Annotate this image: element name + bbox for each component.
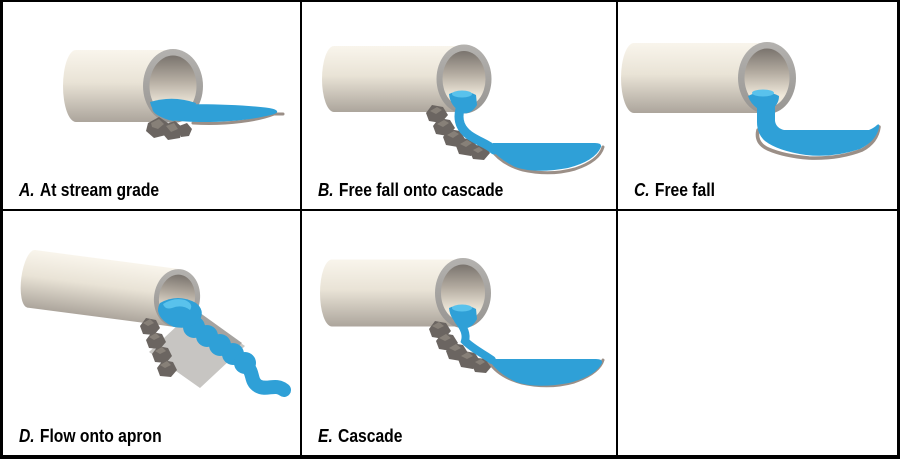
rock-facet — [432, 322, 444, 329]
illustration-cascade — [320, 258, 605, 388]
illustration-flow-onto-apron — [20, 250, 291, 397]
panel-title: Cascade — [338, 426, 403, 446]
rock-group — [146, 117, 192, 140]
panel-letter: C. — [634, 180, 650, 200]
panel-letter: E. — [318, 426, 333, 446]
water-surface-highlight — [452, 90, 472, 98]
rock-facet — [149, 333, 160, 340]
rock-facet — [437, 120, 449, 127]
rock-facet — [460, 140, 472, 147]
grid-divider-vertical-2 — [616, 2, 618, 455]
rock-facet — [155, 347, 166, 354]
rock-facet — [439, 334, 451, 341]
rock-cascade — [429, 321, 492, 373]
pipe-end-cap — [621, 43, 647, 113]
panel-d: D.Flow onto apron — [3, 211, 300, 455]
panel-c: C.Free fall — [618, 2, 897, 209]
streambed-shadow — [755, 125, 881, 160]
water-surface-highlight — [163, 299, 192, 310]
water-stream — [454, 104, 499, 155]
panel-b: B.Free fall onto cascade — [302, 2, 616, 209]
water-at-outlet — [748, 92, 779, 109]
panel-letter: B. — [318, 180, 334, 200]
water-bead — [234, 352, 256, 374]
water-pool — [491, 359, 603, 386]
rock-facet — [473, 147, 483, 153]
panel-title: Free fall — [654, 180, 715, 200]
rock-facet — [166, 123, 178, 132]
rock-facet — [461, 352, 473, 359]
water-fall-and-pool — [757, 100, 880, 156]
water-at-outlet — [449, 305, 477, 329]
panel-letter: D. — [19, 426, 35, 446]
pipe-body — [27, 250, 181, 327]
panel-empty — [618, 211, 897, 455]
illustration-free-fall-onto-cascade — [322, 44, 605, 175]
panel-label: B.Free fall onto cascade — [318, 181, 503, 199]
panel-title: Flow onto apron — [39, 426, 162, 446]
panel-label: C.Free fall — [634, 181, 715, 199]
pipe-end-cap — [63, 50, 89, 122]
illustration-at-stream-grade — [63, 49, 285, 140]
rock-facet — [160, 361, 171, 368]
panel-a: A.At stream grade — [3, 2, 300, 209]
water-stream-beads — [183, 316, 256, 374]
streambed-shadow — [489, 145, 605, 175]
panel-title: Free fall onto cascade — [338, 180, 504, 200]
panel-label: E.Cascade — [318, 427, 402, 445]
rock-group — [140, 318, 177, 377]
grid-divider-horizontal — [3, 209, 897, 211]
rock-facet — [447, 131, 459, 138]
water-surface-highlight — [752, 89, 774, 97]
pipe-end-cap — [320, 259, 344, 327]
panel-letter: A. — [19, 180, 35, 200]
water-surface-highlight — [452, 304, 472, 312]
rock-facet — [151, 119, 164, 129]
panel-e: E.Cascade — [302, 211, 616, 455]
rock-facet — [475, 359, 485, 365]
rock-facet — [430, 107, 442, 114]
rock-facet — [449, 344, 461, 351]
pipe-end-cap — [20, 250, 42, 308]
grid-divider-vertical-1 — [300, 2, 302, 455]
panel-label: A.At stream grade — [19, 181, 159, 199]
panel-label: D.Flow onto apron — [19, 427, 162, 445]
water-at-outlet — [150, 98, 196, 121]
rock-facet — [143, 319, 154, 326]
pipe-end-cap — [322, 46, 346, 112]
illustration-free-fall — [621, 42, 881, 160]
rock — [179, 123, 192, 137]
panel-title: At stream grade — [39, 180, 160, 200]
rock — [426, 105, 448, 123]
water-pool — [491, 143, 602, 171]
